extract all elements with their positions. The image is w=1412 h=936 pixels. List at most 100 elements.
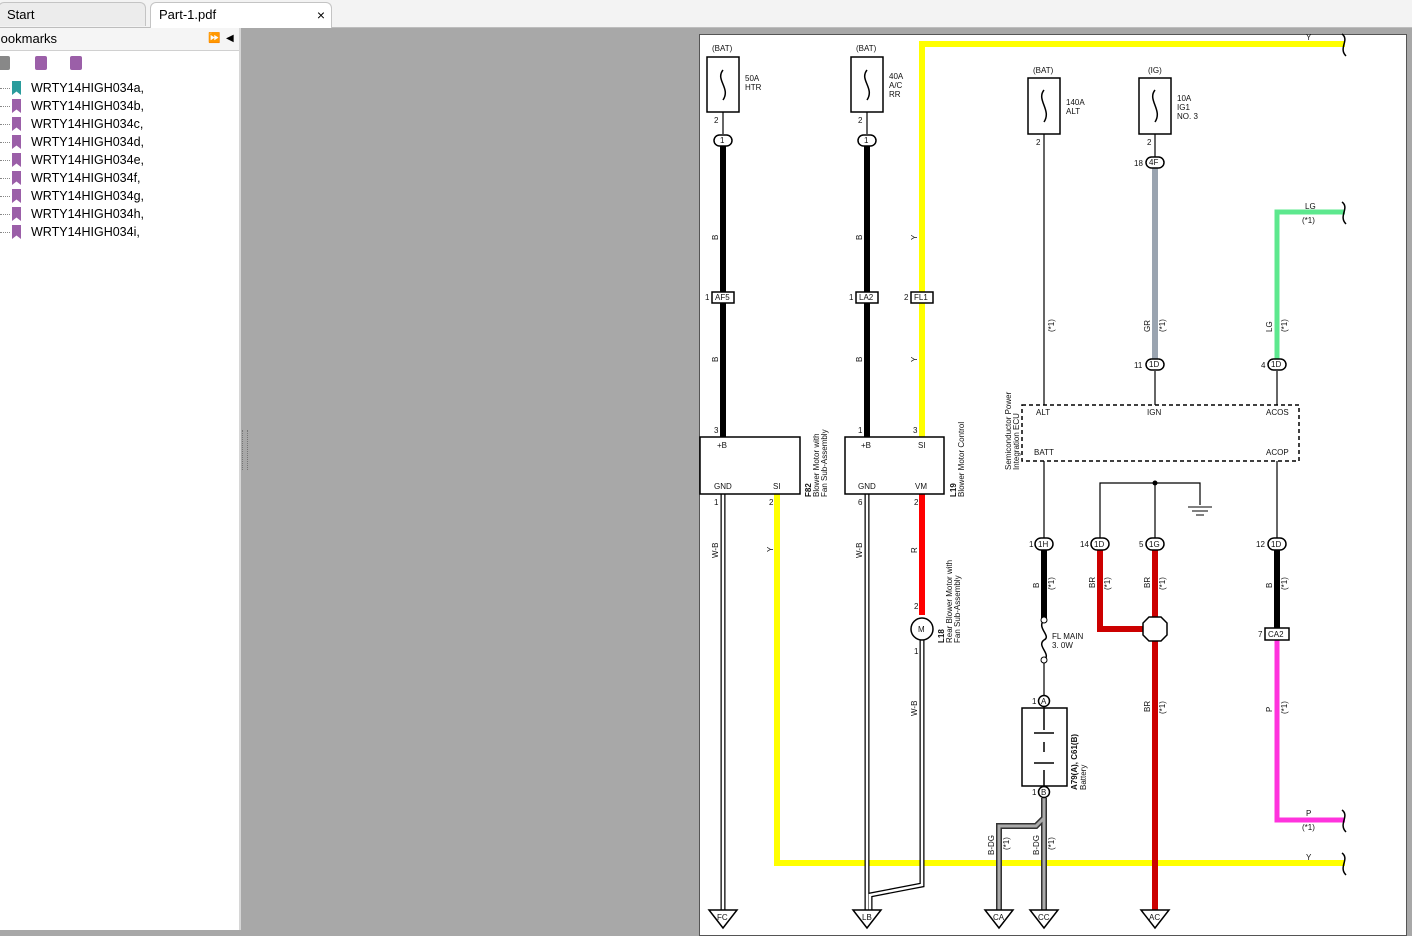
tree-line [0,160,10,161]
bookmark-item[interactable]: WRTY14HIGH034h, [0,205,239,223]
pin-number: 2 [914,498,919,507]
close-tab-icon[interactable]: × [316,7,325,23]
wire-color-label: LG [1305,202,1316,211]
pin-number: 2 [858,116,863,125]
terminal-label: VM [915,482,927,491]
ground-label: AC [1149,913,1160,922]
pin-number: 2 [1036,138,1041,147]
battery-cell-icon [1034,708,1054,786]
tree-line [0,196,10,197]
bookmark-item[interactable]: WRTY14HIGH034a, [0,79,239,97]
wire-color-label: W-B [711,543,720,558]
pin-number: 1 [705,293,710,302]
pin-number: 1 [1029,540,1034,549]
wire-note: (*1) [1047,837,1056,850]
wire-color-label: BR [1088,577,1097,588]
bookmark-label: WRTY14HIGH034c, [31,117,144,131]
wire-color-label: B [855,357,864,362]
wire-color-label: R [910,547,919,553]
ground-fc-icon [707,909,739,930]
pin-number: 18 [1134,159,1143,168]
connector-box [1264,627,1290,641]
fuse-name: NO. 3 [1177,112,1198,121]
pin-number: 12 [1256,540,1265,549]
wire-color-label: B [1265,583,1274,588]
bookmark-label: WRTY14HIGH034h, [31,207,145,221]
tab-start[interactable]: Start [0,2,146,26]
delete-bookmark-icon[interactable] [0,56,10,70]
terminal-label: SI [773,482,781,491]
bookmark-item[interactable]: WRTY14HIGH034d, [0,133,239,151]
wire-wb-outline [720,494,925,910]
expand-panel-icon[interactable]: ⏩ [208,33,221,44]
tree-line [0,106,10,107]
connector-label: 1H [1038,540,1048,549]
connector-label: 1D [1271,540,1281,549]
wire-color-label: B [711,357,720,362]
ground-cc-icon [1028,909,1060,930]
wire-note: (*1) [1002,837,1011,850]
wire-wb-fill [721,494,924,910]
wire-note: (*1) [1047,577,1056,590]
goto-bookmark-icon[interactable] [70,56,82,70]
fuse-name: A/C [889,81,903,90]
bookmark-item[interactable]: WRTY14HIGH034f, [0,169,239,187]
continuation-break-icon [1341,33,1347,876]
bookmark-icon [12,207,21,221]
connector-box [855,291,879,304]
pin-number: 1 [914,647,919,656]
fuse-source: (IG) [1148,66,1162,75]
fuse-50a-htr [706,56,740,113]
bookmark-item[interactable]: WRTY14HIGH034e, [0,151,239,169]
wire-note: (*1) [1103,577,1112,590]
connector-label: 1D [1149,360,1159,369]
wire-note: (*1) [1158,577,1167,590]
pin-number: 1 [849,293,854,302]
collapse-panel-icon[interactable]: ◀ [226,33,234,44]
connector-label: 1 [720,136,725,145]
ground-label: CA [993,913,1005,922]
wire-bdg-fill [997,798,1046,910]
fuse-140a-alt [1027,77,1061,135]
pin-number: 2 [1147,138,1152,147]
bookmark-icon [12,99,21,113]
add-bookmark-icon[interactable] [35,56,47,70]
connector-oval [857,134,877,147]
ground-symbol-icon [1188,506,1212,516]
ground-label: CC [1038,913,1050,922]
tab-label: Start [7,7,35,22]
connector-label: 1 [864,136,869,145]
panel-resize-handle[interactable] [242,430,248,470]
tree-line [0,124,10,125]
tab-part-1-pdf[interactable]: Part-1.pdf× [150,2,332,28]
wire-note: (*1) [1158,319,1167,332]
bookmark-item[interactable]: WRTY14HIGH034c, [0,115,239,133]
terminal-label: ALT [1036,408,1050,417]
bookmark-item[interactable]: WRTY14HIGH034b, [0,97,239,115]
connector-oval [1267,537,1287,551]
fuse-rating: 10A [1177,94,1192,103]
terminal-label: ACOP [1266,448,1289,457]
bookmark-label: WRTY14HIGH034b, [31,99,145,113]
bookmark-item[interactable]: WRTY14HIGH034g, [0,187,239,205]
wire-note: (*1) [1302,216,1315,225]
bookmark-item[interactable]: WRTY14HIGH034i, [0,223,239,241]
connector-oval [1145,537,1165,551]
fusible-link-icon [1041,619,1047,661]
ground-lb-icon [851,909,883,930]
wire-color-label: B-DG [987,835,996,855]
motor-label: M [918,625,925,634]
component-name: Fan Sub-Assembly [953,575,962,643]
connector-oval [1145,156,1165,169]
connector-label: 1D [1094,540,1104,549]
bookmark-label: WRTY14HIGH034a, [31,81,145,95]
wire-color-label: GR [1143,320,1152,332]
ground-label: LB [862,913,872,922]
bookmark-icon [12,225,21,239]
pin-number: 11 [1134,361,1143,370]
wire-note: (*1) [1302,823,1315,832]
pin-number: 2 [769,498,774,507]
fusible-link-label: FL MAIN [1052,632,1083,641]
connector-label: 1D [1271,360,1281,369]
